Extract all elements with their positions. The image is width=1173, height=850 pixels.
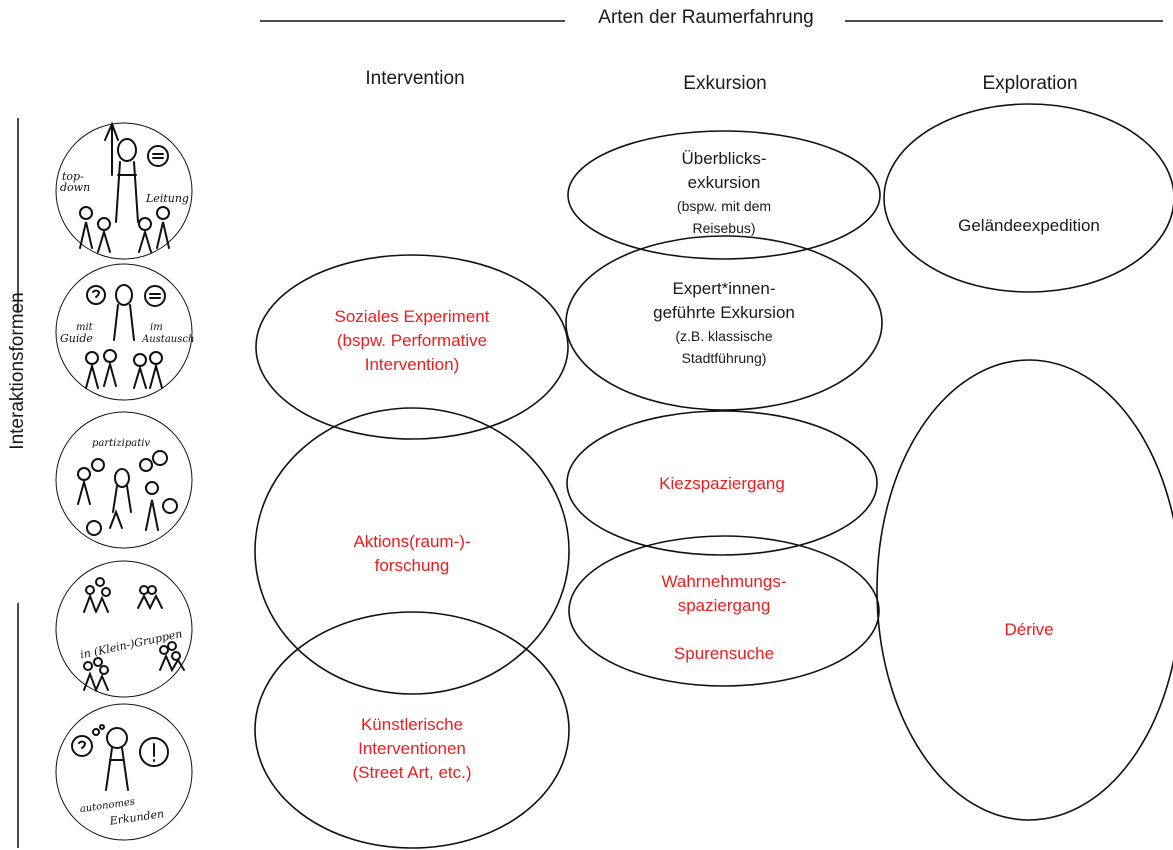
top-down-leitung-icon: top- down Leitung: [55, 121, 193, 260]
ellipse-ueberblick: [567, 130, 881, 260]
node-sozial-line1: Soziales Experiment: [334, 307, 490, 326]
diagram-title: Arten der Raumerfahrung: [598, 7, 814, 28]
ellipse-kiez: [566, 410, 878, 556]
autonomes-erkunden-icon: autonomes Erkunden: [55, 703, 193, 841]
node-kiez: Kiezspaziergang: [659, 474, 785, 493]
node-gelaende: Geländeexpedition: [958, 216, 1100, 235]
column-header-exkursion: Exkursion: [683, 73, 767, 94]
node-wahr-line3: Spurensuche: [673, 644, 775, 663]
ellipse-aktion: [254, 407, 570, 695]
icon1-text-top: top-: [62, 170, 84, 183]
icon2-text-im: im: [150, 322, 163, 333]
ellipse-kuenst: [254, 611, 570, 849]
node-expert-line2: geführte Exkursion: [653, 303, 795, 322]
column-header-intervention: Intervention: [365, 68, 465, 89]
icon5-text-erkunden: Erkunden: [108, 807, 165, 828]
node-kuenst-line2: Interventionen: [358, 739, 466, 758]
node-sozial-line2: (bspw. Performative: [336, 331, 488, 350]
icon2-text-mit: mit: [76, 322, 94, 333]
node-expert-line1: Expert*innen-: [672, 279, 776, 298]
node-aktion: Aktions(raum-)- forschung: [292, 530, 532, 578]
node-kuenst-line1: Künstlerische: [360, 715, 464, 734]
node-sozial-line3: Intervention): [364, 355, 460, 374]
node-sozial: Soziales Experiment (bspw. Performative …: [292, 305, 532, 377]
node-wahr: Wahrnehmungs- spaziergang Spurensuche: [604, 570, 844, 666]
icon3-text-partizipativ: partizipativ: [92, 438, 150, 449]
ellipse-gelaende: [883, 103, 1173, 293]
node-wahr-line2: spaziergang: [677, 596, 771, 615]
node-expert: Expert*innen- geführte Exkursion (z.B. k…: [604, 277, 844, 369]
mit-guide-im-austausch-icon: mit Guide im Austausch: [55, 263, 194, 401]
node-expert-sub2: Stadtführung): [681, 350, 767, 366]
node-expert-sub1: (z.B. klassische: [675, 328, 773, 344]
icon2-text-austausch: Austausch: [141, 334, 194, 345]
ellipse-sozial: [255, 254, 569, 440]
in-klein-gruppen-icon: in (Klein-)Gruppen: [55, 560, 193, 698]
node-derive: Dérive: [1004, 620, 1054, 639]
icon2-text-guide: Guide: [60, 332, 93, 345]
node-ueberblick-sub2: Reisebus): [692, 220, 756, 236]
icon1-text-leitung: Leitung: [145, 192, 189, 205]
node-ueberblick: Überblicks- exkursion (bspw. mit dem Rei…: [604, 147, 844, 239]
node-aktion-line1: Aktions(raum-)-: [353, 532, 471, 551]
node-wahr-line1: Wahrnehmungs-: [661, 572, 787, 591]
node-kuenst: Künstlerische Interventionen (Street Art…: [292, 713, 532, 785]
ellipse-expert: [565, 235, 883, 411]
node-ueberblick-sub1: (bspw. mit dem: [676, 198, 772, 214]
ellipse-derive: [876, 359, 1173, 821]
column-header-exploration: Exploration: [982, 73, 1078, 94]
ellipse-wahr: [568, 535, 880, 687]
node-ueberblick-line1: Überblicks-: [681, 149, 767, 168]
side-label-interaktionsformen: Interaktionsformen: [7, 292, 28, 450]
node-kuenst-line3: (Street Art, etc.): [352, 763, 472, 782]
node-ueberblick-line2: exkursion: [687, 173, 761, 192]
node-aktion-line2: forschung: [374, 556, 450, 575]
icon1-text-down: down: [60, 181, 90, 194]
partizipativ-icon: partizipativ: [55, 411, 193, 549]
